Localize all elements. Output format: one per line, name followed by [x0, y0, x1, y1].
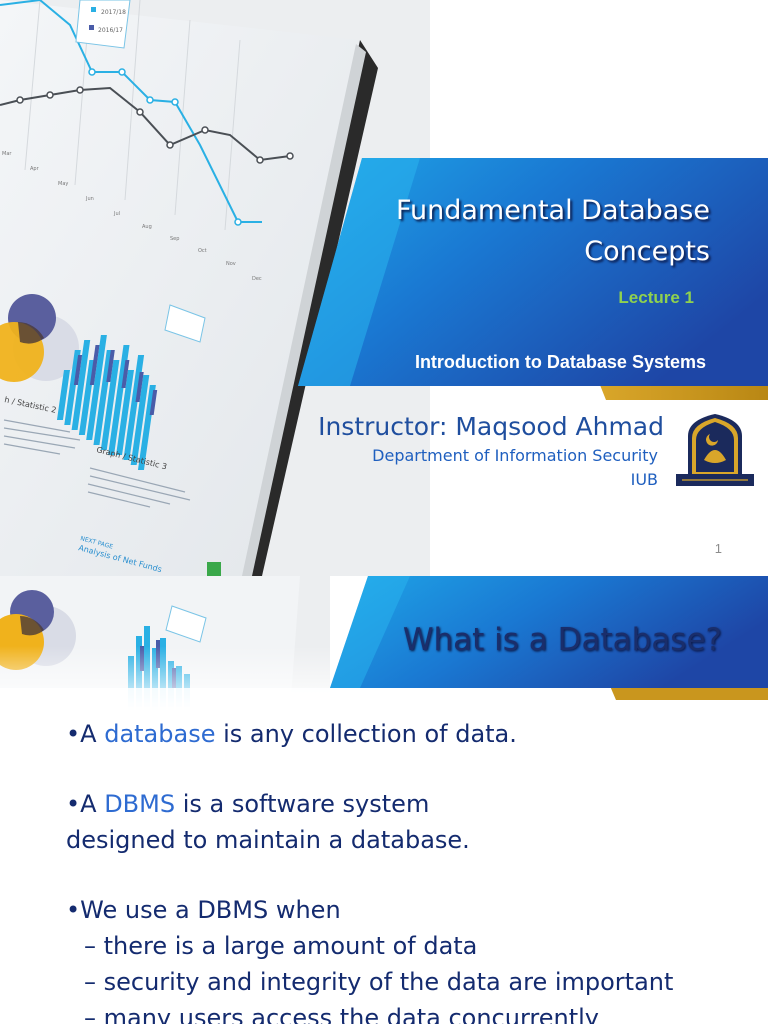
- svg-text:Oct: Oct: [198, 248, 207, 254]
- department-info: Department of Information Security IUB: [372, 444, 658, 492]
- department-name: Department of Information Security: [372, 446, 658, 465]
- title-banner: [298, 158, 768, 400]
- svg-text:Apr: Apr: [30, 166, 40, 172]
- university-logo: [676, 414, 754, 486]
- sub-item: – there is a large amount of data: [84, 932, 478, 960]
- svg-text:Mar: Mar: [2, 151, 12, 157]
- svg-text:Nov: Nov: [226, 261, 236, 267]
- presentation-title: Fundamental Database Concepts: [395, 195, 710, 267]
- presentation-subtitle: Introduction to Database Systems: [414, 352, 706, 372]
- lecture-label: Lecture 1: [618, 288, 694, 307]
- university-name: IUB: [630, 470, 658, 489]
- svg-text:Jul: Jul: [113, 211, 120, 217]
- slide-body: •A database is any collection of data. •…: [66, 716, 756, 1024]
- slide-title: What is a Database?: [402, 622, 722, 658]
- svg-text:Sep: Sep: [170, 236, 179, 242]
- svg-text:2017/18: 2017/18: [101, 9, 126, 16]
- term-dbms: DBMS: [104, 790, 176, 818]
- sub-item: – many users access the data concurrentl…: [84, 1004, 599, 1024]
- slide-2: What is a Database? •A database is any c…: [0, 576, 768, 1024]
- svg-text:Jun: Jun: [85, 196, 94, 202]
- svg-text:2016/17: 2016/17: [98, 27, 123, 34]
- svg-text:Dec: Dec: [252, 276, 262, 282]
- instructor-name: Instructor: Maqsood Ahmad: [318, 412, 664, 441]
- page-number: 1: [714, 541, 722, 556]
- bullet-database: •A database is any collection of data.: [66, 720, 517, 748]
- svg-text:Aug: Aug: [142, 224, 152, 230]
- svg-text:May: May: [58, 181, 68, 187]
- term-database: database: [104, 720, 216, 748]
- slide-2-header: [0, 576, 768, 1024]
- bullet-use-dbms: •We use a DBMS when: [66, 896, 341, 924]
- sub-item: – security and integrity of the data are…: [84, 968, 674, 996]
